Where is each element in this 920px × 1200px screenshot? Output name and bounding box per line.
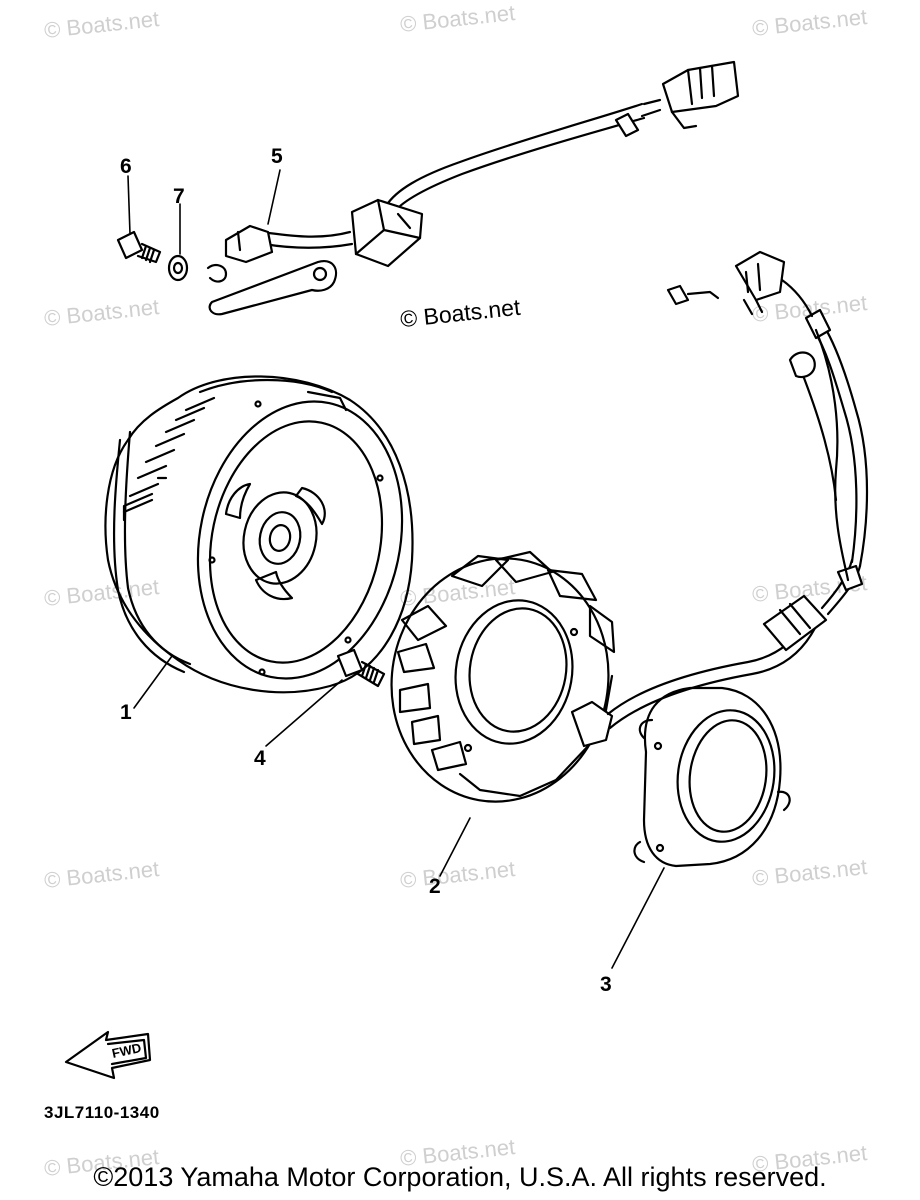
callout-2: 2: [429, 875, 441, 898]
callout-4: 4: [254, 747, 266, 770]
callout-7: 7: [173, 185, 185, 208]
housing-part-3: [634, 688, 789, 866]
flywheel-rotor: [105, 376, 426, 697]
stator: [372, 541, 627, 819]
washer-part-7: [169, 256, 187, 280]
callout-6: 6: [120, 155, 132, 178]
pickup-coil-assembly: [208, 62, 738, 314]
callout-1: 1: [120, 701, 132, 724]
fwd-arrow: FWD: [66, 1032, 150, 1078]
screw-part-6: [118, 232, 160, 262]
callout-5: 5: [271, 145, 283, 168]
stator-wire-harness: [608, 252, 867, 728]
bolt-part-4: [338, 650, 384, 686]
fwd-label: FWD: [111, 1040, 143, 1061]
callout-3: 3: [600, 973, 612, 996]
part-number: 3JL7110-1340: [44, 1103, 160, 1122]
leader-lines: [128, 170, 664, 968]
copyright: ©2013 Yamaha Motor Corporation, U.S.A. A…: [93, 1162, 827, 1192]
